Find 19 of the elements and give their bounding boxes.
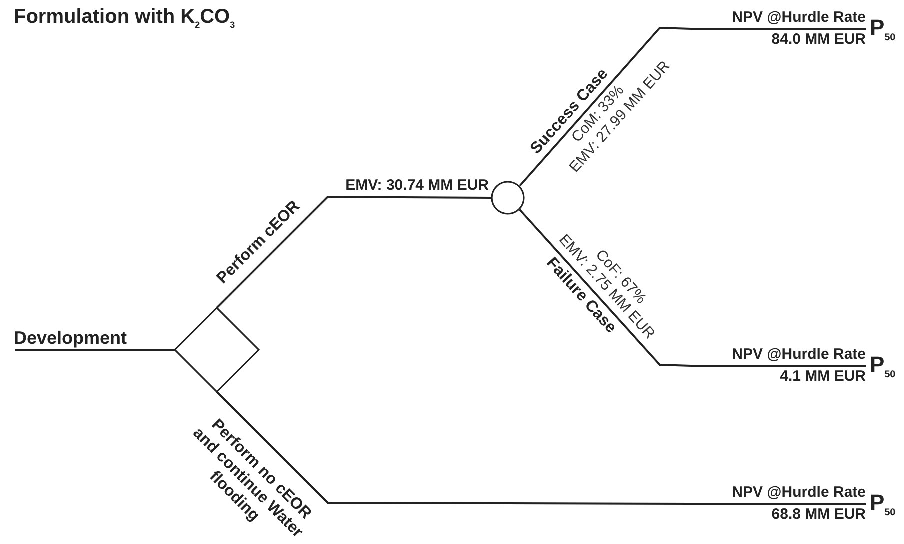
percentile-label: P$_{50}$: [870, 490, 896, 518]
tree-branch: [519, 26, 692, 187]
payoff-label: NPV @Hurdle Rate: [731, 345, 866, 365]
payoff-label: NPV @Hurdle Rate: [731, 483, 866, 503]
tree-branch: [15, 349, 175, 351]
payoff-value: 84.0 MM EUR: [770, 30, 866, 50]
chance-node: [491, 181, 525, 215]
payoff-value: 68.8 MM EUR: [770, 505, 866, 525]
tree-branch: [216, 391, 691, 505]
payoff-label: NPV @Hurdle Rate: [731, 8, 866, 28]
payoff-value: 4.1 MM EUR: [779, 367, 866, 387]
tree-branch: [519, 209, 692, 367]
title: Formulation with K$_{2}$CO$_{3}$: [14, 6, 236, 30]
tree-branch: [216, 196, 491, 309]
percentile-label: P$_{50}$: [870, 352, 896, 380]
start-label: Development: [14, 327, 128, 349]
decision-node: [175, 308, 259, 392]
emv-label: EMV: 30.74 MM EUR: [346, 177, 489, 194]
percentile-label: P$_{50}$: [870, 15, 896, 44]
